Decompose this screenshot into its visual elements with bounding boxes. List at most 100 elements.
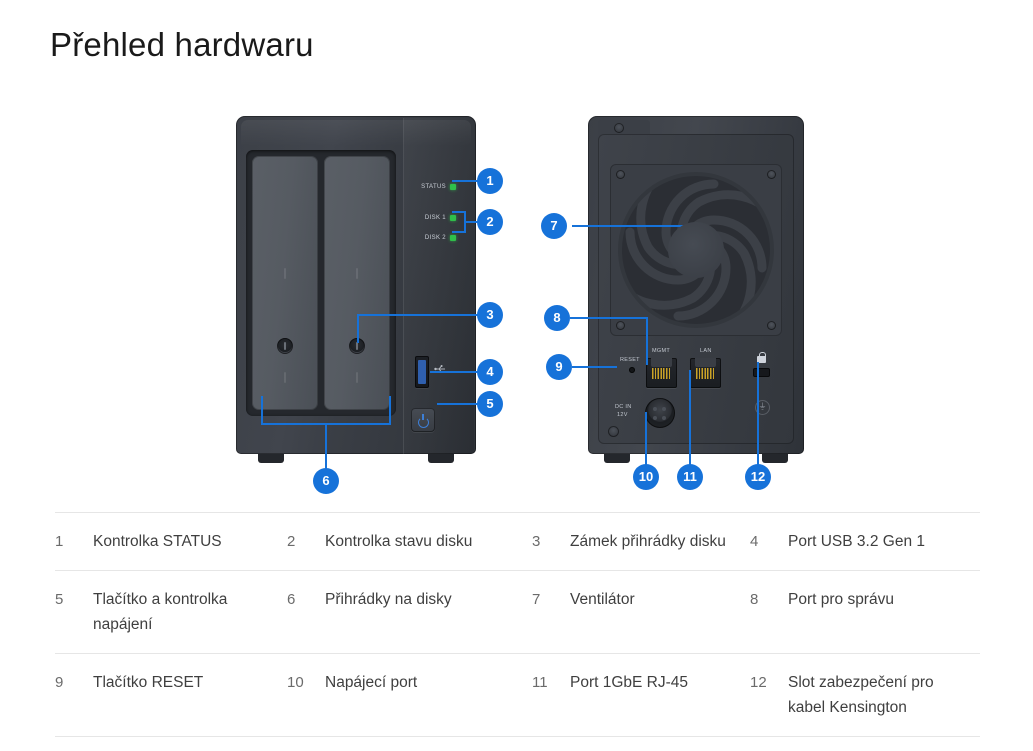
rear-top-tab [598, 120, 650, 136]
legend-number: 5 [55, 591, 64, 608]
legend-label: Kontrolka STATUS [93, 533, 222, 550]
legend-label: Přihrádky na disky [325, 591, 452, 608]
disk2-led-row: DISK 2 [412, 233, 456, 242]
rear-view-illustration: RESET MGMT LAN DC IN 12V [588, 116, 804, 463]
fan-screw [616, 170, 625, 179]
mgmt-label: MGMT [652, 348, 671, 354]
legend-item-2: 2 Kontrolka stavu disku [287, 513, 532, 570]
legend-number: 12 [750, 674, 767, 691]
kensington-slot [753, 368, 770, 377]
callout-badge-6[interactable]: 6 [313, 468, 339, 494]
status-led-indicator [450, 183, 456, 190]
legend-row: 5 Tlačítko a kontrolka napájení 6 Přihrá… [55, 570, 980, 653]
drive-tray-1 [252, 156, 318, 410]
drive-tray-lock-1 [277, 338, 293, 354]
fan-screw [616, 321, 625, 330]
legend-item-3: 3 Zámek přihrádky disku [532, 513, 750, 570]
legend-number: 2 [287, 533, 296, 550]
legend-number: 7 [532, 591, 541, 608]
legend-item-1: 1 Kontrolka STATUS [55, 513, 287, 570]
legend-item-9: 9 Tlačítko RESET [55, 654, 287, 736]
usb-port [415, 356, 429, 388]
dc-in-label-line2: 12V [617, 412, 628, 418]
legend-item-11: 11 Port 1GbE RJ-45 [532, 654, 750, 736]
disk1-led-indicator [450, 214, 456, 221]
front-foot-right [428, 454, 454, 463]
callout-badge-10[interactable]: 10 [633, 464, 659, 490]
legend-item-4: 4 Port USB 3.2 Gen 1 [750, 513, 980, 570]
legend-item-7: 7 Ventilátor [532, 571, 750, 653]
status-led-label: STATUS [421, 183, 446, 190]
drive-tray-2 [324, 156, 390, 410]
rear-top-screw [614, 123, 624, 133]
legend-label: Napájecí port [325, 674, 418, 691]
power-button [411, 408, 435, 432]
dc-in-label-line1: DC IN [615, 404, 632, 410]
rear-ports-block: RESET MGMT LAN DC IN 12V [602, 344, 790, 436]
legend-table: 1 Kontrolka STATUS 2 Kontrolka stavu dis… [55, 512, 980, 737]
management-port [646, 358, 677, 388]
legend-label: Tlačítko a kontrolka napájení [93, 591, 228, 633]
tray-notch-upper [356, 268, 358, 279]
legend-row: 1 Kontrolka STATUS 2 Kontrolka stavu dis… [55, 512, 980, 570]
legend-number: 8 [750, 591, 759, 608]
drive-bay-well [246, 150, 396, 416]
callout-badge-3[interactable]: 3 [477, 302, 503, 328]
front-foot-left [258, 454, 284, 463]
drive-tray-lock-2 [349, 338, 365, 354]
ground-symbol: ⏚ [755, 400, 770, 415]
callout-badge-12[interactable]: 12 [745, 464, 771, 490]
callout-badge-9[interactable]: 9 [546, 354, 572, 380]
tray-notch-upper [284, 268, 286, 279]
usb-trident-icon [434, 364, 448, 374]
legend-label: Slot zabezpečení pro kabel Kensington [788, 674, 934, 716]
front-chassis: STATUS DISK 1 DISK 2 [236, 116, 476, 454]
reset-label: RESET [620, 357, 640, 363]
legend-label: Zámek přihrádky disku [570, 533, 726, 550]
front-top-cap [241, 120, 471, 146]
status-led-row: STATUS [412, 182, 456, 191]
dc-pin [653, 416, 657, 420]
disk1-led-row: DISK 1 [412, 213, 456, 222]
front-view-illustration: STATUS DISK 1 DISK 2 [236, 116, 476, 463]
legend-label: Port 1GbE RJ-45 [570, 674, 689, 691]
rj45-pins [696, 368, 715, 379]
legend-item-5: 5 Tlačítko a kontrolka napájení [55, 571, 287, 653]
power-symbol-icon [417, 413, 429, 428]
callout-badge-4[interactable]: 4 [477, 359, 503, 385]
legend-number: 9 [55, 674, 64, 691]
disk1-led-label: DISK 1 [424, 214, 446, 221]
disk2-led-indicator [450, 234, 456, 241]
dc-pin [662, 407, 666, 411]
lan-label: LAN [700, 348, 712, 354]
disk2-led-label: DISK 2 [424, 234, 446, 241]
rj45-pins [652, 368, 671, 379]
dc-pin [653, 407, 657, 411]
legend-number: 1 [55, 533, 64, 550]
callout-badge-11[interactable]: 11 [677, 464, 703, 490]
fan [610, 164, 782, 336]
callout-badge-8[interactable]: 8 [544, 305, 570, 331]
legend-label: Tlačítko RESET [93, 674, 204, 691]
rear-foot-left [604, 454, 630, 463]
legend-number: 11 [532, 674, 548, 691]
hardware-overview-figure: STATUS DISK 1 DISK 2 [0, 100, 1033, 500]
callout-badge-7[interactable]: 7 [541, 213, 567, 239]
callout-badge-5[interactable]: 5 [477, 391, 503, 417]
fan-screw [767, 170, 776, 179]
callout-leader-lines [261, 180, 759, 470]
legend-label: Ventilátor [570, 591, 635, 608]
padlock-icon [757, 352, 766, 363]
callout-badge-1[interactable]: 1 [477, 168, 503, 194]
rear-bottom-screw [608, 426, 619, 437]
reset-button [629, 367, 635, 373]
fan-hub [668, 222, 724, 278]
rear-chassis: RESET MGMT LAN DC IN 12V [588, 116, 804, 454]
legend-label: Port USB 3.2 Gen 1 [788, 533, 925, 550]
dc-pin [662, 416, 666, 420]
lan-port [690, 358, 721, 388]
callout-badge-2[interactable]: 2 [477, 209, 503, 235]
legend-number: 10 [287, 674, 304, 691]
legend-number: 6 [287, 591, 296, 608]
power-port [645, 398, 675, 428]
